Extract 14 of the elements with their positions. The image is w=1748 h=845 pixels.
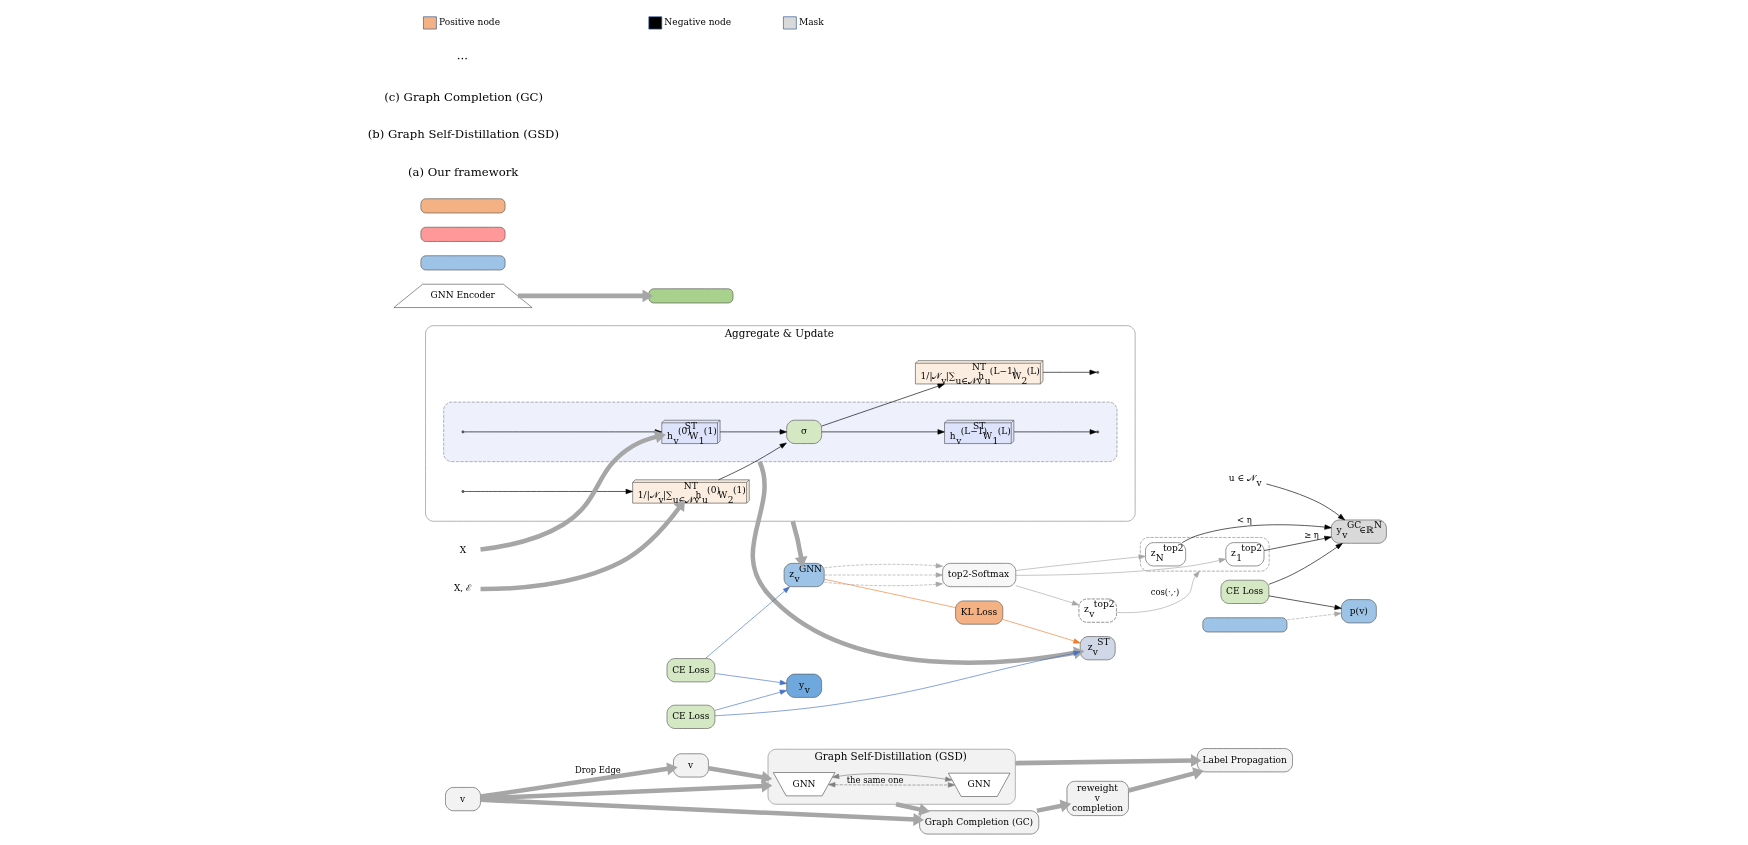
edge-label: the same one <box>846 774 904 785</box>
edge-label: cos(·,·) <box>1150 586 1179 597</box>
edge-label: ≥ η <box>1303 529 1319 540</box>
edge-label: < η <box>1236 514 1252 525</box>
legend-label: Mask <box>798 17 824 28</box>
legend-label: Positive node <box>438 17 500 28</box>
legend-label: Negative node <box>663 17 731 28</box>
edge-label: Drop Edge <box>574 765 621 776</box>
node-text: X <box>459 545 466 556</box>
label: (b) Graph Self-Distillation (GSD) <box>367 127 559 142</box>
node-text: X, ℰ <box>453 583 471 594</box>
label: ··· <box>456 52 468 67</box>
label: (c) Graph Completion (GC) <box>383 89 543 104</box>
label: (a) Our framework <box>407 164 518 179</box>
